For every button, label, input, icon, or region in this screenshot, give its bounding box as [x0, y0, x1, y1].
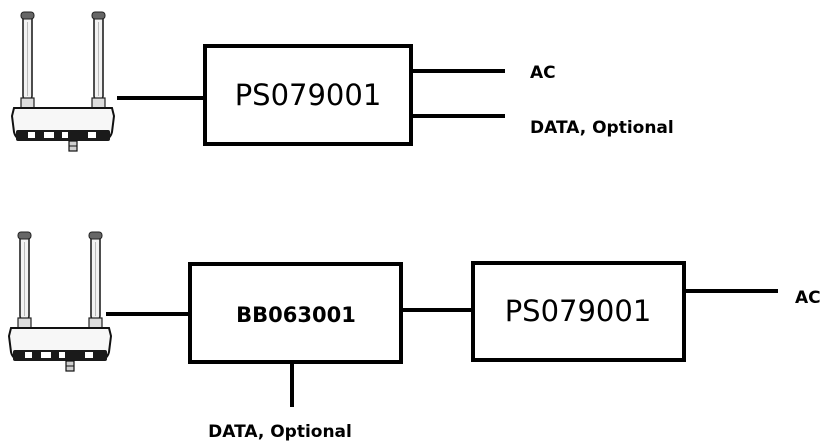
ps079001-label-2: PS079001 — [505, 294, 652, 328]
bb063001-box — [188, 262, 403, 364]
data-optional-label-1: DATA, Optional — [530, 118, 674, 138]
ps079001-box-2 — [471, 261, 686, 362]
data-optional-label-2: DATA, Optional — [208, 422, 352, 442]
bb063001-label: BB063001 — [236, 303, 356, 327]
ps079001-box-1 — [203, 44, 413, 146]
access-point-icon-2 — [8, 231, 112, 372]
ac-label-1: AC — [530, 63, 556, 83]
ps079001-label-1: PS079001 — [235, 78, 382, 112]
ac-label-2: AC — [795, 288, 821, 308]
access-point-icon-1 — [11, 11, 115, 152]
